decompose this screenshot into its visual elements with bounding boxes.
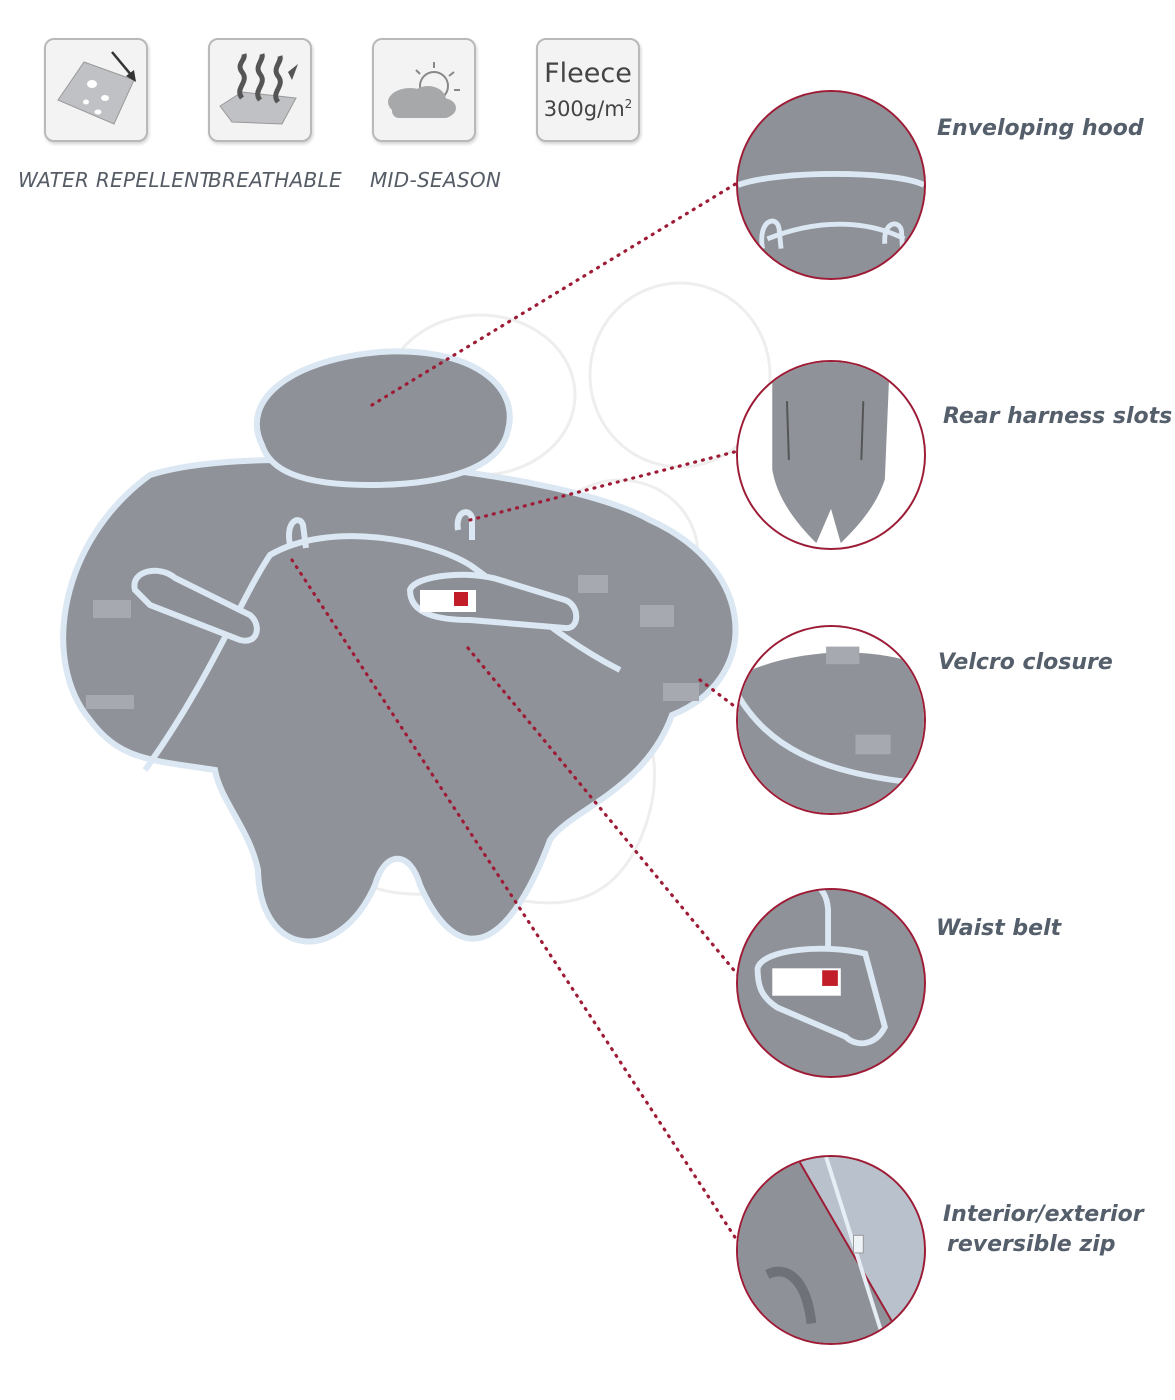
detail-circle-belt [736, 888, 926, 1078]
sun-cloud-icon [372, 38, 476, 142]
fleece-unit-exponent: 2 [624, 96, 633, 111]
detail-label-belt: Waist belt [936, 916, 1062, 941]
feature-label: WATER REPELLENT [18, 168, 212, 192]
detail-label-hood: Enveloping hood [937, 116, 1144, 141]
detail-label-velcro: Velcro closure [938, 650, 1113, 675]
mid-season-feature: MID-SEASON [370, 38, 501, 192]
breathable-feature: BREATHABLE [208, 38, 342, 192]
breathable-wave-icon [208, 38, 312, 142]
detail-circle-velcro [736, 625, 926, 815]
detail-circle-zip [736, 1155, 926, 1345]
water-repellent-feature: WATER REPELLENT [18, 38, 212, 192]
detail-circle-hood [736, 90, 926, 280]
water-drop-icon [44, 38, 148, 142]
fleece-weight: 300g/m2 [543, 96, 633, 121]
detail-circle-harness [736, 360, 926, 550]
feature-label: BREATHABLE [208, 168, 342, 192]
detail-label-harness: Rear harness slots [943, 404, 1173, 429]
fleece-badge: Fleece 300g/m2 [536, 38, 640, 142]
fleece-word: Fleece [544, 57, 632, 89]
detail-label-zip: Interior/exterior reversible zip [943, 1202, 1144, 1257]
